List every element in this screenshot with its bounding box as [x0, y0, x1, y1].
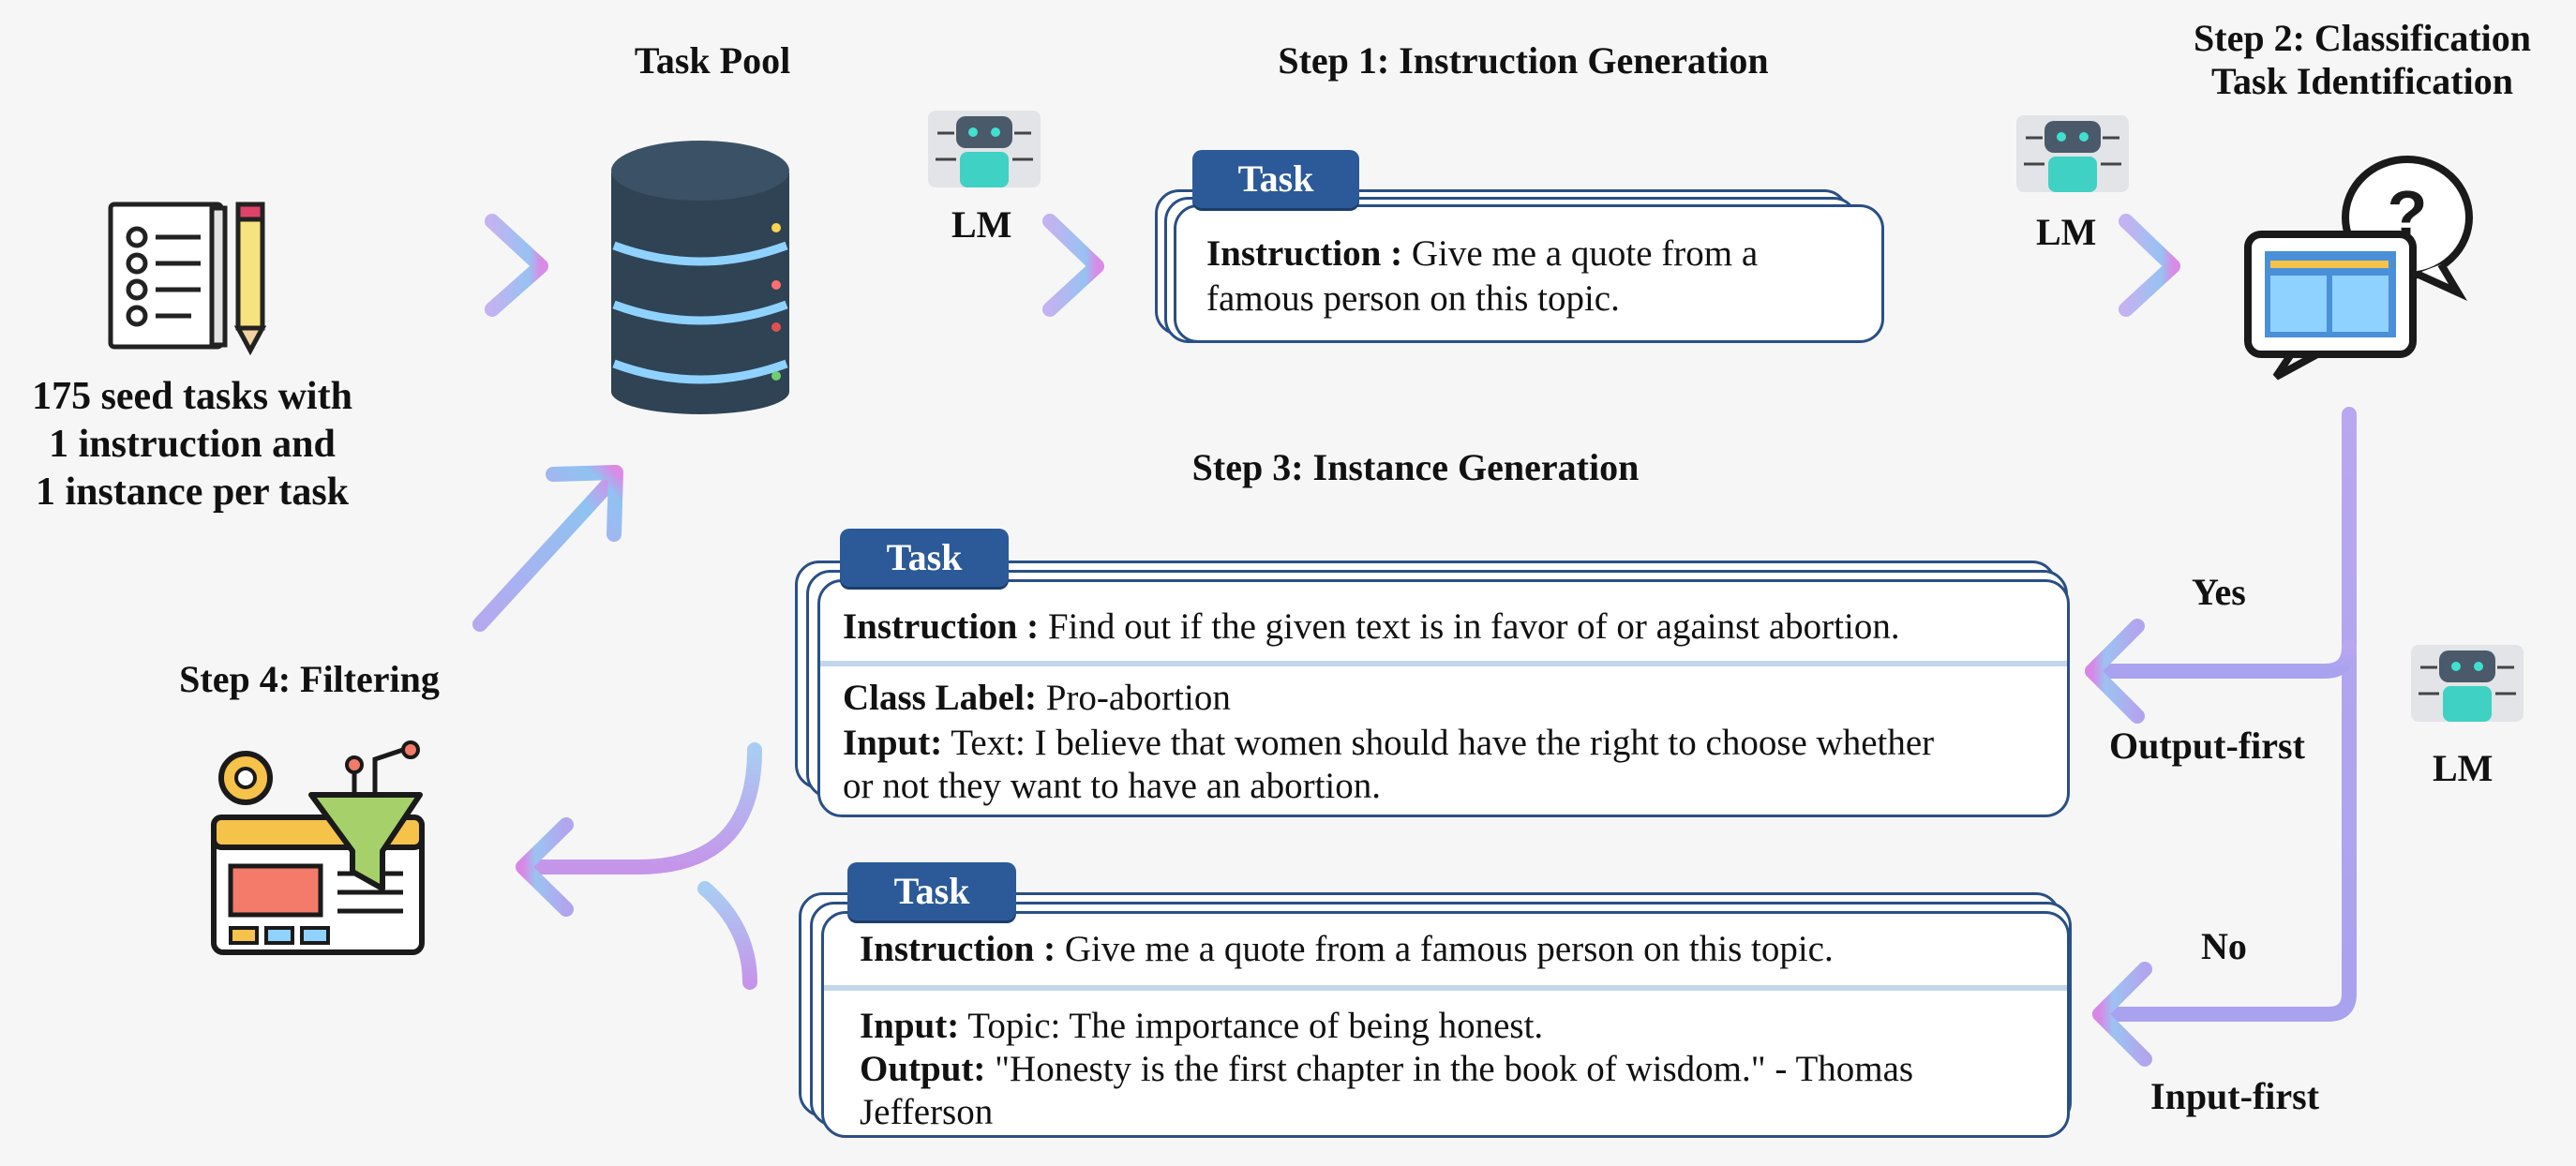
- class-label-value: Pro-abortion: [1045, 678, 1231, 718]
- yes-label: Yes: [2192, 571, 2246, 613]
- output-first-class-label: Class Label: Pro-abortion: [843, 676, 1231, 720]
- output-first-input-line2: or not they want to have an abortion.: [843, 766, 1382, 806]
- arrow-merge-curve-bottom: [697, 881, 757, 990]
- lm-label-step3: LM: [2433, 747, 2494, 789]
- output-first-task-tab: Task: [840, 529, 1009, 587]
- svg-text:?: ?: [2388, 177, 2428, 250]
- lm-label-step2: LM: [2036, 211, 2097, 253]
- step2-heading-line1: Step 2: Classification: [2194, 17, 2531, 59]
- step1-instruction: Instruction : Give me a quote from a: [1206, 232, 1758, 276]
- step2-heading: Step 2: Classification Task Identificati…: [2165, 17, 2559, 103]
- output-first-instruction-text: Find out if the given text is in favor o…: [1047, 606, 1900, 647]
- step1-task-tab: Task: [1192, 150, 1359, 208]
- input-first-input: Input: Topic: The importance of being ho…: [860, 1004, 1543, 1048]
- step1-instruction-line1: Give me a quote from a: [1411, 233, 1759, 274]
- step1-instruction-line2: famous person on this topic.: [1206, 278, 1620, 319]
- arrow-yes-branch: [2085, 639, 2357, 679]
- step1-instruction-label: Instruction :: [1206, 233, 1403, 274]
- step2-heading-line2: Task Identification: [2211, 60, 2513, 102]
- arrow-step1-to-step2-head: [2119, 214, 2180, 317]
- input-first-input-text: Topic: The importance of being honest.: [967, 1006, 1544, 1046]
- output-first-label: Output-first: [2109, 725, 2305, 767]
- checklist-pencil-icon: [108, 202, 267, 356]
- seed-line-3: 1 instance per task: [35, 471, 350, 514]
- output-first-divider: [820, 661, 2067, 666]
- step1-task-card: Instruction : Give me a quote from a fam…: [1174, 204, 1884, 343]
- step3-heading: Step 3: Instance Generation: [1191, 446, 1640, 488]
- no-label: No: [2201, 925, 2247, 967]
- seed-line-1: 175 seed tasks with: [32, 375, 352, 418]
- class-label-key: Class Label:: [843, 678, 1037, 718]
- input-first-task-card: Instruction : Give me a quote from a fam…: [821, 911, 2070, 1138]
- seed-line-2: 1 instruction and: [49, 423, 336, 466]
- input-first-instruction: Instruction : Give me a quote from a fam…: [860, 927, 1834, 971]
- lm-label-step1: LM: [951, 203, 1012, 246]
- input-first-instruction-text: Give me a quote from a famous person on …: [1064, 929, 1834, 969]
- output-first-task-card: Instruction : Find out if the given text…: [817, 579, 2070, 817]
- funnel-filter-icon: [211, 740, 425, 955]
- task-pool-heading: Task Pool: [634, 39, 791, 82]
- input-first-task-tab: Task: [847, 862, 1016, 920]
- input-first-input-label: Input:: [860, 1006, 960, 1046]
- robot-icon-step2: [2016, 115, 2129, 192]
- seed-tasks-caption: 175 seed tasks with 1 instruction and 1 …: [0, 373, 384, 516]
- robot-icon-step1: [928, 111, 1041, 187]
- arrow-pool-to-step1-head: [1042, 214, 1104, 317]
- input-first-output: Output: "Honesty is the first chapter in…: [860, 1047, 1913, 1091]
- question-chat-icon: ?: [2244, 156, 2473, 381]
- step1-heading: Step 1: Instruction Generation: [1278, 39, 1769, 82]
- output-first-input-line1: Text: I believe that women should have t…: [951, 723, 1935, 763]
- output-first-input-label: Input:: [843, 723, 943, 763]
- input-first-output-label: Output:: [860, 1049, 986, 1089]
- arrow-step2-vertical: [2092, 407, 2357, 1022]
- input-first-output-line1: "Honesty is the first chapter in the boo…: [995, 1049, 1914, 1089]
- arrow-to-filter-head: [516, 817, 574, 917]
- input-first-label: Input-first: [2150, 1075, 2320, 1117]
- input-first-output-line2: Jefferson: [860, 1092, 994, 1132]
- arrow-yes-head: [2085, 619, 2145, 724]
- robot-icon-step3: [2411, 645, 2524, 722]
- arrow-seed-to-pool-head: [485, 214, 548, 317]
- input-first-divider: [824, 985, 2067, 991]
- database-icon: [611, 141, 789, 414]
- arrow-filter-to-pool: [472, 471, 622, 632]
- input-first-instruction-label: Instruction :: [860, 929, 1056, 969]
- arrow-no-head: [2092, 962, 2152, 1067]
- output-first-instruction: Instruction : Find out if the given text…: [843, 605, 1900, 649]
- output-first-input: Input: Text: I believe that women should…: [843, 721, 1934, 765]
- arrow-merge-curve-top: [517, 742, 762, 874]
- step4-heading: Step 4: Filtering: [179, 658, 440, 700]
- output-first-instruction-label: Instruction :: [843, 606, 1040, 647]
- arrow-filter-to-pool-head: [546, 465, 623, 542]
